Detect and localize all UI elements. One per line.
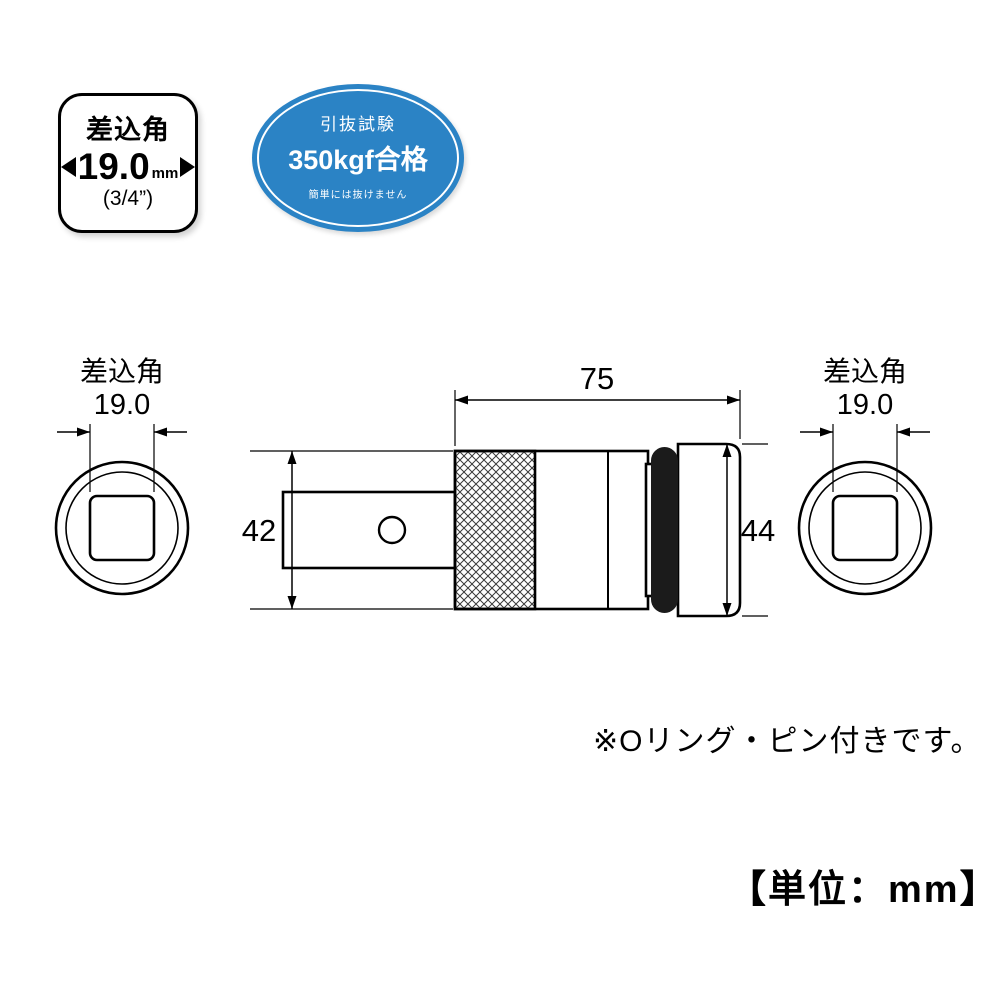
left-view-arrowhead: [154, 427, 167, 437]
badge-unit: mm: [151, 165, 179, 182]
right-view-inner-circle: [808, 471, 922, 585]
left-dia-dimension: 42: [242, 513, 276, 548]
pin-hole: [377, 515, 407, 545]
left-view-arrowhead: [77, 427, 90, 437]
oring-note: ※Oリング・ピン付きです。: [593, 725, 982, 758]
square-tang: [281, 490, 457, 570]
end-cap: [676, 442, 742, 618]
badge-title: 差込角: [86, 115, 170, 145]
badge-subtitle: (3/4”): [102, 187, 154, 210]
right-view-arrowhead: [820, 427, 833, 437]
o-ring: [651, 447, 678, 613]
right-arrow-icon: [180, 156, 196, 177]
pull-test-seal: 引抜試験 350kgf合格 簡単には抜けません: [252, 84, 464, 232]
badge-value: 19.0: [77, 146, 150, 187]
right-view-dimension: 19.0: [837, 389, 893, 421]
left-view-square-drive: [88, 494, 156, 562]
seal-test-name: 引抜試験: [320, 115, 396, 134]
unit-note: 【単位：mm】: [728, 869, 1000, 911]
right-view-arrowhead: [897, 427, 910, 437]
length-arrowhead: [727, 395, 740, 405]
left-view-dimension: 19.0: [94, 389, 150, 421]
left-view-inner-circle: [65, 471, 179, 585]
left-end-view: 差込角 19.0: [54, 356, 190, 596]
right-view-square-socket: [831, 494, 899, 562]
side-view: 75 42 44: [242, 361, 775, 618]
seal-caption: 簡単には抜けません: [308, 190, 408, 201]
drive-size-badge: 差込角 19.0 mm (3/4”): [58, 93, 198, 233]
right-end-view: 差込角 19.0: [797, 356, 933, 596]
right-dia-dimension: 44: [741, 513, 775, 548]
left-dia-arrowhead: [287, 596, 297, 609]
badge-value-row: 19.0 mm: [60, 146, 196, 187]
left-arrow-icon: [60, 156, 76, 177]
length-dimension: 75: [580, 361, 614, 396]
right-dia-arrowhead: [722, 444, 732, 457]
left-view-label: 差込角: [80, 356, 164, 387]
knurl-section: [453, 449, 537, 611]
left-dia-arrowhead: [287, 451, 297, 464]
length-arrowhead: [455, 395, 468, 405]
right-dia-arrowhead: [722, 603, 732, 616]
right-view-label: 差込角: [823, 356, 907, 387]
seal-result: 350kgf合格: [288, 145, 428, 175]
